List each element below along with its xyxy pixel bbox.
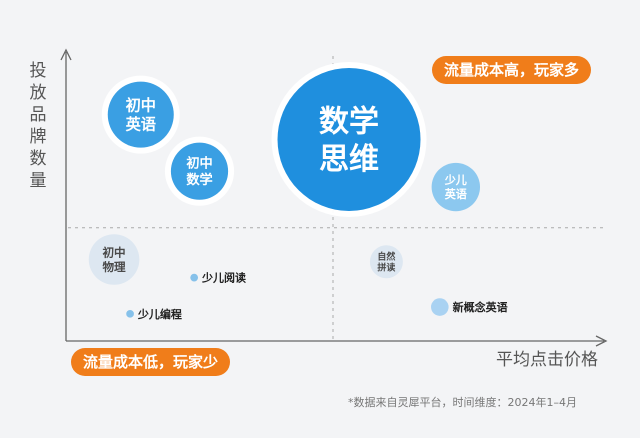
annotation-top-right: 流量成本高，玩家多 — [432, 56, 592, 84]
bubble-circle — [431, 162, 481, 212]
bubble-label: 少儿 — [444, 173, 467, 187]
chart-axes — [60, 48, 608, 347]
bubble-circle — [190, 273, 199, 282]
y-axis-label-char: 数 — [30, 149, 47, 169]
annotation-bottom-left: 流量成本低，玩家少 — [71, 348, 231, 376]
bubble-label: 初中 — [186, 155, 212, 172]
bubble-circle — [431, 298, 449, 316]
bubble-label: 初中 — [102, 245, 125, 259]
bubble-6: 少儿阅读 — [190, 271, 246, 285]
bubble-label: 数学 — [186, 171, 212, 188]
x-axis-arrow — [595, 335, 608, 347]
y-axis-arrow — [60, 48, 72, 61]
bubble-label: 英语 — [444, 187, 467, 201]
bubble-label: 思维 — [319, 142, 379, 177]
bubble-circle — [126, 309, 134, 318]
bubble-circle — [277, 68, 421, 212]
bubble-circle — [170, 142, 229, 200]
bubbles-layer: 数学思维初中英语初中数学少儿英语初中物理自然拼读少儿阅读少儿编程新概念英语 — [88, 62, 508, 321]
point-label: 少儿编程 — [137, 307, 182, 321]
data-source-note: *数据来自灵犀平台，时间维度：2024年1–4月 — [348, 396, 577, 409]
bubble-8: 新概念英语 — [431, 298, 508, 316]
bubble-label: 数学 — [319, 105, 379, 140]
bubble-label: 自然 — [377, 250, 395, 262]
x-axis-label: 平均点击价格 — [496, 350, 598, 370]
bubble-circle — [107, 81, 174, 148]
bubble-label: 物理 — [102, 260, 126, 274]
y-axis-label-char: 品 — [30, 105, 47, 125]
y-axis-label-char: 牌 — [30, 127, 47, 147]
bubble-label: 拼读 — [377, 262, 395, 274]
bubble-circle — [88, 234, 140, 285]
y-axis-label-char: 放 — [30, 83, 47, 103]
point-label: 少儿阅读 — [201, 271, 246, 285]
bubble-circle — [369, 245, 403, 279]
y-axis-label-char: 投 — [30, 61, 47, 81]
bubble-label: 英语 — [125, 116, 156, 134]
point-label: 新概念英语 — [453, 300, 508, 314]
y-axis-label-char: 量 — [30, 171, 47, 191]
bubble-label: 初中 — [126, 97, 156, 115]
bubble-7: 少儿编程 — [126, 307, 182, 321]
